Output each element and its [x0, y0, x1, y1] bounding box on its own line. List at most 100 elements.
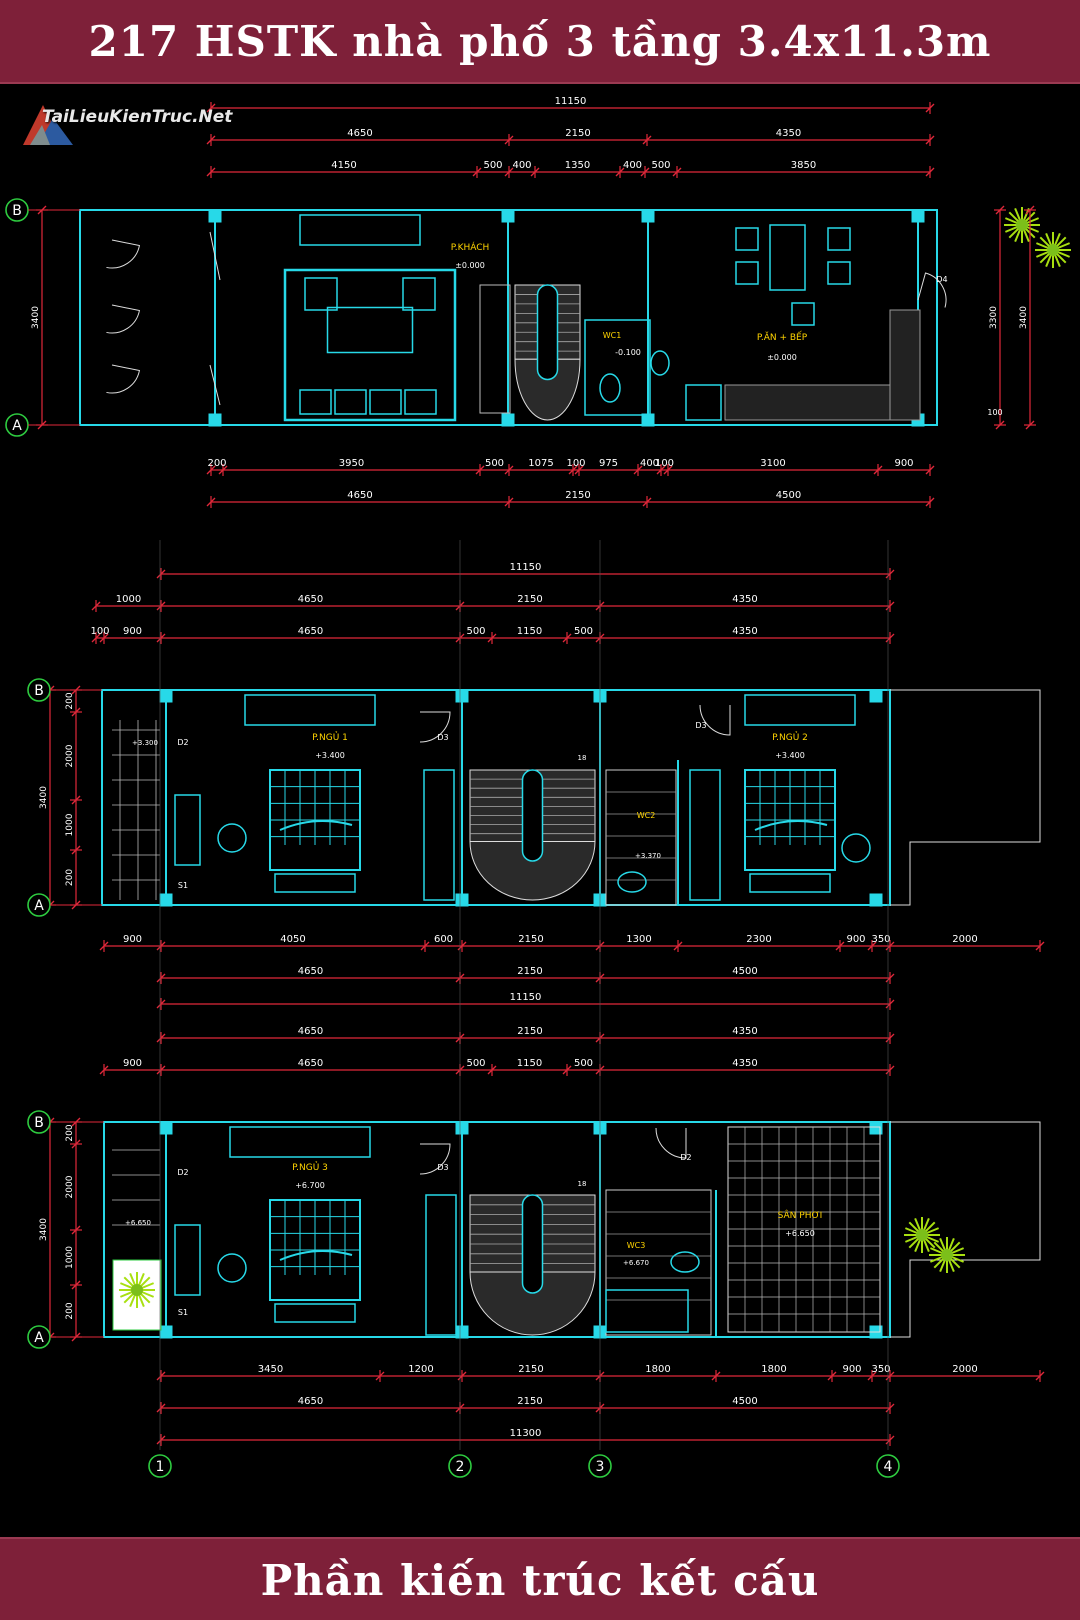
dim-slash: [885, 633, 895, 643]
door-swing: [106, 364, 141, 394]
dim-label: 11150: [510, 562, 542, 573]
axis-col-3: 3: [596, 1459, 605, 1475]
tree-icon: [904, 1217, 940, 1253]
dim-label: 500: [466, 1058, 485, 1069]
dim-label: 4350: [732, 1058, 757, 1069]
dim-slash: [642, 135, 652, 145]
staircase-second: [469, 1194, 596, 1336]
dim-slash: [615, 167, 625, 177]
dim-slash: [457, 1371, 467, 1381]
dim-slash: [640, 167, 650, 177]
wc-room: [584, 319, 651, 416]
dim-label: 2000: [952, 1364, 977, 1375]
dim-slash: [420, 941, 430, 951]
dim-slash: [995, 420, 1005, 430]
dim-slash: [673, 941, 683, 951]
bed-icon: [269, 1199, 361, 1323]
dim-label: 500: [466, 626, 485, 637]
dim-slash: [1025, 420, 1035, 430]
bed-sheet: [754, 820, 828, 831]
dim-label: 2150: [518, 1364, 543, 1375]
dim-slash: [568, 465, 578, 475]
dim-slash: [925, 135, 935, 145]
pillow: [274, 873, 356, 893]
axis-b: B: [34, 683, 44, 699]
dim-label: 4650: [298, 966, 323, 977]
dim-slash: [574, 465, 584, 475]
wardrobe: [423, 769, 455, 901]
tree-icon: [929, 1237, 965, 1273]
dim-label: 200: [65, 869, 75, 886]
dim-slash: [885, 1371, 895, 1381]
page-subtitle: Phần kiến trúc kết cấu: [260, 1556, 820, 1605]
column: [869, 893, 883, 907]
dim-label: 100: [987, 408, 1002, 417]
dim-slash: [156, 941, 166, 951]
room-label: P.KHÁCH: [451, 241, 490, 253]
dim-slash: [156, 973, 166, 983]
column: [501, 413, 515, 427]
sofa-icon: [283, 268, 457, 422]
column: [159, 689, 173, 703]
staircase-first: [469, 769, 596, 901]
dim-slash: [218, 465, 228, 475]
stair-number: 18: [578, 754, 587, 762]
dim-slash: [206, 167, 216, 177]
column: [159, 1121, 173, 1135]
dim-slash: [867, 941, 877, 951]
dim-label: 1150: [517, 1058, 542, 1069]
dim-label: 1000: [65, 1246, 75, 1269]
dim-label: 1000: [65, 813, 75, 836]
title-banner: 217 HSTK nhà phố 3 tầng 3.4x11.3m: [0, 0, 1080, 84]
bathtub: [605, 1289, 689, 1333]
axis-col-1: 1: [156, 1459, 165, 1475]
wardrobe-top: [744, 694, 856, 726]
dim-slash: [925, 465, 935, 475]
dim-slash: [663, 465, 673, 475]
wc-room: [605, 1189, 712, 1336]
dim-slash: [995, 205, 1005, 215]
column: [455, 893, 469, 907]
wardrobe: [425, 1194, 457, 1336]
toilet-icon: [670, 1251, 700, 1273]
dim-slash: [885, 1403, 895, 1413]
dim-slash: [206, 103, 216, 113]
level-label: +6.670: [623, 1259, 649, 1267]
axis-col-4: 4: [884, 1459, 893, 1475]
dim-label: 2000: [65, 744, 75, 767]
level-label: +6.650: [125, 1219, 151, 1227]
spring-symbol: [209, 364, 221, 406]
dim-label: 1150: [517, 626, 542, 637]
coffee-table: [326, 306, 414, 354]
dim-label: 500: [574, 1058, 593, 1069]
dim-slash: [1035, 941, 1045, 951]
dim-slash: [642, 497, 652, 507]
dim-slash: [885, 1435, 895, 1445]
column: [869, 1121, 883, 1135]
dim-label: 200: [65, 1302, 75, 1319]
dim-label: 3450: [258, 1364, 283, 1375]
dim-slash: [472, 167, 482, 177]
dim-slash: [91, 633, 101, 643]
wardrobe-top: [229, 1126, 371, 1158]
stair-number: 18: [578, 1180, 587, 1188]
dim-label: 900: [894, 458, 913, 469]
dim-slash: [156, 1371, 166, 1381]
column: [641, 413, 655, 427]
bed-sheet: [279, 820, 353, 831]
dim-slash: [91, 601, 101, 611]
dim-label: 4050: [280, 934, 305, 945]
page-title: 217 HSTK nhà phố 3 tầng 3.4x11.3m: [88, 16, 992, 66]
logo-icon: [23, 105, 73, 145]
column: [455, 1121, 469, 1135]
room-label: P.ĂN + BẾP: [757, 331, 808, 343]
dim-label: 2150: [517, 1026, 542, 1037]
wardrobe: [689, 769, 721, 901]
dim-label: 4150: [331, 160, 356, 171]
fridge: [685, 384, 722, 421]
armchair: [304, 277, 338, 311]
dim-slash: [206, 465, 216, 475]
dim-label: 1800: [761, 1364, 786, 1375]
chair: [735, 261, 759, 285]
